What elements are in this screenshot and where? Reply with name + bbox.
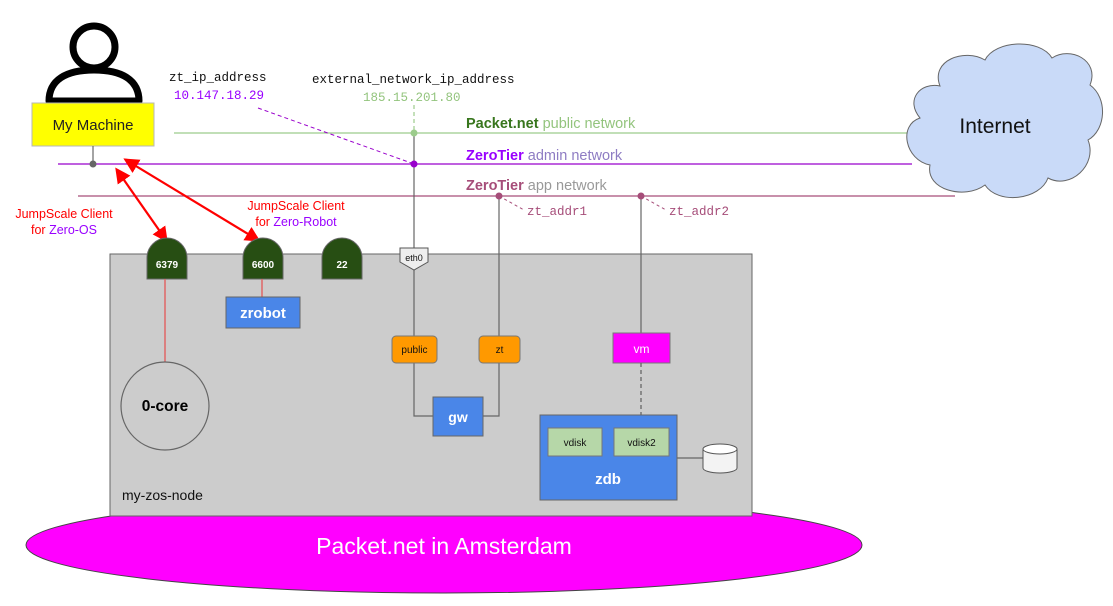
admin-network-brand: ZeroTier [466, 148, 524, 164]
public-gw-link [413, 363, 433, 417]
robot-client-arrow [123, 158, 261, 242]
zt-addr1-label: zt_addr1 [527, 205, 587, 219]
port-22[interactable]: 22 [321, 237, 363, 280]
admin-junction-dot [410, 160, 418, 168]
zos-client-prefix: for [31, 223, 49, 237]
zos-client-target: Zero-OS [49, 223, 97, 237]
admin-network-label: ZeroTier admin network [466, 148, 623, 164]
datacenter-label: Packet.net in Amsterdam [316, 533, 572, 559]
zt-addr2-label: zt_addr2 [669, 205, 729, 219]
robot-client-line2: for Zero-Robot [255, 215, 337, 229]
app-network-brand: ZeroTier [466, 178, 524, 194]
zos-client-line2: for Zero-OS [31, 223, 97, 237]
zt-ip-connector [257, 107, 415, 165]
zt-nic-box[interactable] [478, 335, 521, 364]
zt-addr2-tick [640, 195, 667, 211]
external-ip-value: 185.15.201.80 [363, 91, 461, 105]
app-network-rest: app network [524, 178, 608, 194]
public-network-brand: Packet.net [466, 116, 539, 132]
zt-nic-label: zt [496, 345, 504, 356]
public-junction-dot [410, 129, 418, 137]
zt-ip-label: zt_ip_address [169, 71, 267, 85]
admin-network-rest: admin network [524, 148, 623, 164]
internet-label: Internet [959, 115, 1030, 138]
my-machine-label: My Machine [53, 117, 134, 134]
vdisk2-label: vdisk2 [627, 438, 656, 449]
zt-ip-value: 10.147.18.29 [174, 89, 264, 103]
user-icon [45, 22, 143, 105]
eth0-port[interactable]: eth0 [399, 247, 429, 271]
port-6600[interactable]: 6600 [242, 237, 284, 280]
zt-addr1-tick [498, 195, 525, 211]
zos-client-line1: JumpScale Client [15, 207, 113, 221]
zt-addr1-dot [495, 192, 503, 200]
node-name: my-zos-node [122, 487, 203, 503]
core-label: 0-core [142, 398, 189, 415]
vdisk-box[interactable] [547, 427, 603, 457]
public-nic-box[interactable] [391, 335, 438, 364]
zt-gw-link [483, 363, 500, 417]
zrobot-box[interactable] [225, 296, 301, 329]
robot-client-line1: JumpScale Client [247, 199, 345, 213]
vdisk-label: vdisk [564, 438, 588, 449]
my-machine-box[interactable] [31, 102, 155, 147]
port-22-label: 22 [336, 260, 348, 271]
eth0-label: eth0 [405, 253, 423, 263]
core-circle[interactable] [120, 361, 210, 451]
port-6379-label: 6379 [156, 260, 179, 271]
disk-icon [702, 443, 738, 474]
internet-cloud-icon [906, 43, 1103, 199]
robot-client-prefix: for [255, 215, 273, 229]
machine-junction-dot [89, 160, 97, 168]
public-network-label: Packet.net public network [466, 116, 636, 132]
vm-box[interactable] [612, 332, 671, 364]
external-ip-label: external_network_ip_address [312, 73, 515, 87]
app-network-label: ZeroTier app network [466, 178, 608, 194]
zdb-label: zdb [595, 471, 621, 488]
public-nic-label: public [401, 345, 427, 356]
port-6600-label: 6600 [252, 260, 275, 271]
robot-client-target: Zero-Robot [273, 215, 337, 229]
public-network-rest: public network [539, 116, 636, 132]
zrobot-label: zrobot [240, 305, 286, 322]
gw-label: gw [448, 409, 468, 425]
gw-box[interactable] [432, 396, 484, 437]
port-6379[interactable]: 6379 [146, 237, 188, 280]
vm-label: vm [634, 342, 650, 356]
vdisk2-box[interactable] [613, 427, 670, 457]
zt-addr2-dot [637, 192, 645, 200]
